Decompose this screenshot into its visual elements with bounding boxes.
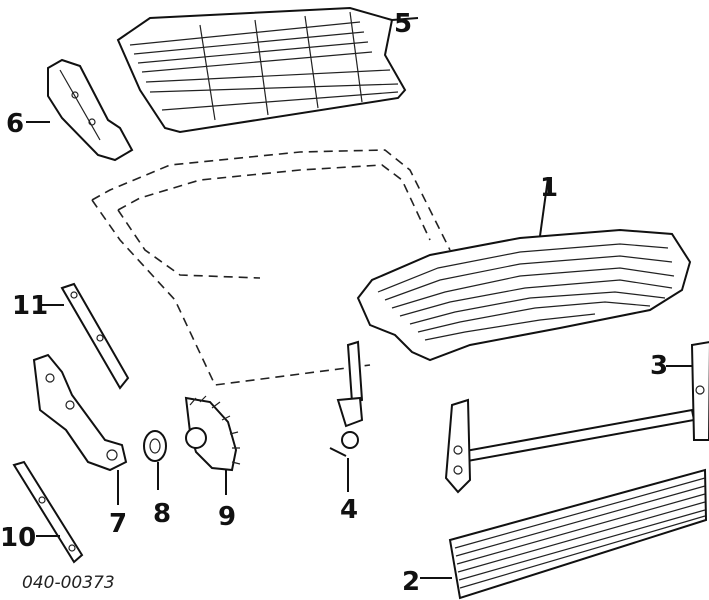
callout-5: 5 xyxy=(394,9,412,39)
callout-6: 6 xyxy=(6,109,24,139)
callout-7: 7 xyxy=(109,509,127,539)
callout-2: 2 xyxy=(402,567,420,597)
part-8-grommet xyxy=(143,430,167,490)
diagram-reference-code: 040-00373 xyxy=(22,573,115,593)
callout-8: 8 xyxy=(153,499,171,529)
part-7-hinge xyxy=(32,353,128,505)
callout-4: 4 xyxy=(340,495,358,525)
part-5-louver-panel xyxy=(116,6,419,134)
callout-1: 1 xyxy=(540,173,558,203)
part-9-sector-gear xyxy=(184,395,241,495)
part-10-lower-strap xyxy=(12,460,84,564)
part-3-hinge-rod xyxy=(444,341,709,494)
callout-9: 9 xyxy=(218,502,236,532)
part-6-side-bracket xyxy=(26,58,134,162)
callout-11: 11 xyxy=(12,291,48,321)
rear-opening-outline xyxy=(91,149,451,386)
part-1-rear-glass xyxy=(356,177,692,362)
part-2-lower-panel xyxy=(420,468,708,600)
callout-3: 3 xyxy=(650,351,668,381)
part-4-actuator xyxy=(329,340,364,492)
callout-10: 10 xyxy=(0,523,36,553)
part-11-strap xyxy=(42,282,130,390)
